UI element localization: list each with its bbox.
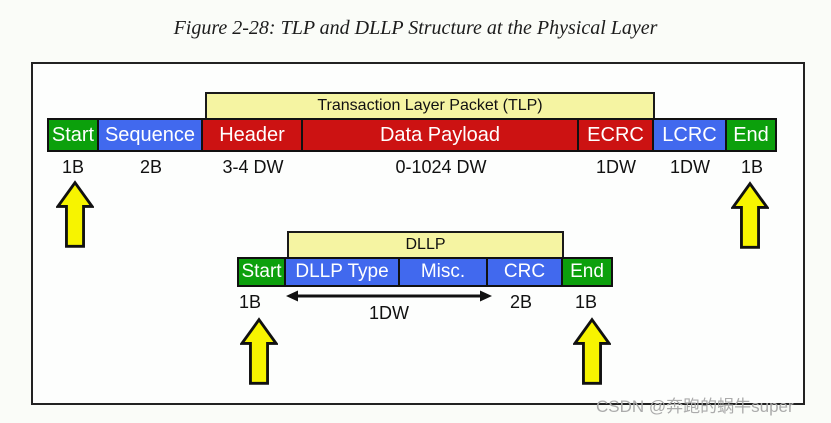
tlp-group-label: Transaction Layer Packet (TLP)	[205, 92, 655, 120]
dllp-size-crc: 2B	[509, 292, 533, 312]
tlp-end-up-arrow-icon	[731, 181, 769, 249]
tlp-size-start: 1B	[61, 157, 85, 177]
dllp-start-up-arrow-icon	[240, 317, 278, 385]
dllp-group-label-text: DLLP	[405, 236, 446, 253]
tlp-segment-ecrc: ECRC	[579, 118, 654, 152]
dllp-group-label: DLLP	[287, 231, 564, 259]
tlp-segment-lcrc: LCRC	[654, 118, 727, 152]
tlp-size-end: 1B	[740, 157, 764, 177]
dllp-size-end: 1B	[574, 292, 598, 312]
tlp-group-label-text: Transaction Layer Packet (TLP)	[317, 97, 543, 114]
tlp-size-ecrc: 1DW	[596, 157, 636, 177]
dw-span-double-arrow-icon	[286, 290, 492, 302]
tlp-segment-end: End	[727, 118, 777, 152]
tlp-segment-header: Header	[203, 118, 303, 152]
dllp-segment-start: Start	[237, 257, 286, 287]
dllp-end-up-arrow-icon	[573, 317, 611, 385]
dllp-segment-misc: Misc.	[400, 257, 488, 287]
tlp-packet-row: Start Sequence Header Data Payload ECRC …	[47, 118, 777, 152]
tlp-segment-data-payload: Data Payload	[303, 118, 579, 152]
tlp-start-up-arrow-icon	[56, 180, 94, 248]
dllp-size-start: 1B	[238, 292, 262, 312]
dllp-segment-crc: CRC	[488, 257, 563, 287]
figure-title: Figure 2-28: TLP and DLLP Structure at t…	[173, 17, 658, 39]
tlp-size-sequence: 2B	[139, 157, 163, 177]
tlp-size-data-payload: 0-1024 DW	[395, 157, 487, 177]
dllp-segment-end: End	[563, 257, 613, 287]
tlp-segment-start: Start	[47, 118, 99, 152]
dllp-dw-span-label: 1DW	[369, 303, 409, 323]
dllp-segment-type: DLLP Type	[286, 257, 400, 287]
watermark: CSDN @奔跑的蜗牛super	[596, 397, 794, 416]
tlp-size-lcrc: 1DW	[670, 157, 710, 177]
tlp-size-header: 3-4 DW	[222, 157, 284, 177]
tlp-segment-sequence: Sequence	[99, 118, 203, 152]
dllp-packet-row: Start DLLP Type Misc. CRC End	[237, 257, 613, 287]
